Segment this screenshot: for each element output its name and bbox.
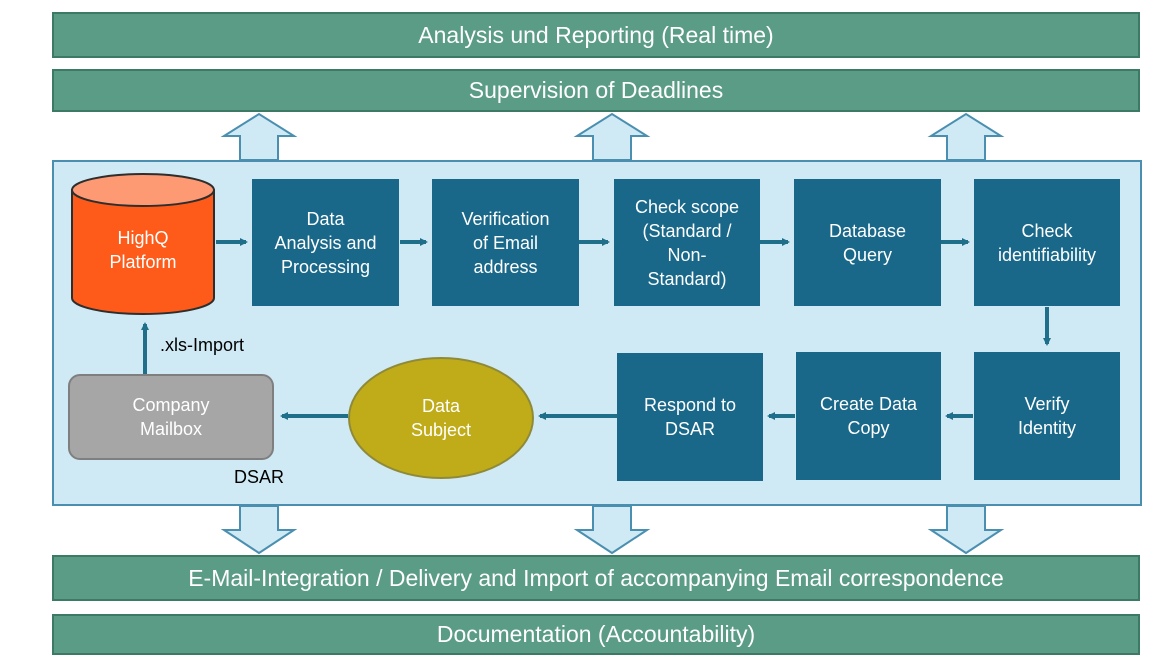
banner-analysis-reporting: Analysis und Reporting (Real time) (52, 12, 1140, 58)
up-arrow-right (927, 112, 1005, 161)
up-arrow-center (573, 112, 651, 161)
banner-email-integration: E-Mail-Integration / Delivery and Import… (52, 555, 1140, 601)
dsar-label: DSAR (234, 467, 285, 487)
xls-import-label: .xls-Import (160, 335, 245, 355)
down-arrow-left (220, 505, 298, 555)
step-respond-dsar: Respond to DSAR (617, 353, 763, 481)
banner-supervision-deadlines: Supervision of Deadlines (52, 69, 1140, 112)
up-arrow-left (220, 112, 298, 161)
step-check-identifiability: Check identifiability (974, 179, 1120, 306)
down-arrow-right (927, 505, 1005, 555)
step-verification-email: Verification of Email address (432, 179, 579, 306)
highq-platform-label: HighQ Platform (109, 228, 177, 272)
step-verify-identity: Verify Identity (974, 352, 1120, 480)
step-database-query: Database Query (794, 179, 941, 306)
data-subject-ellipse (348, 357, 534, 479)
step-check-scope: Check scope (Standard / Non- Standard) (614, 179, 760, 306)
banner-documentation: Documentation (Accountability) (52, 614, 1140, 655)
data-subject-label: Data Subject (410, 396, 472, 440)
highq-cylinder (71, 173, 215, 315)
company-mailbox: Company Mailbox (68, 374, 274, 460)
step-create-data-copy: Create Data Copy (796, 352, 941, 480)
down-arrow-center (573, 505, 651, 555)
step-data-analysis: Data Analysis and Processing (252, 179, 399, 306)
